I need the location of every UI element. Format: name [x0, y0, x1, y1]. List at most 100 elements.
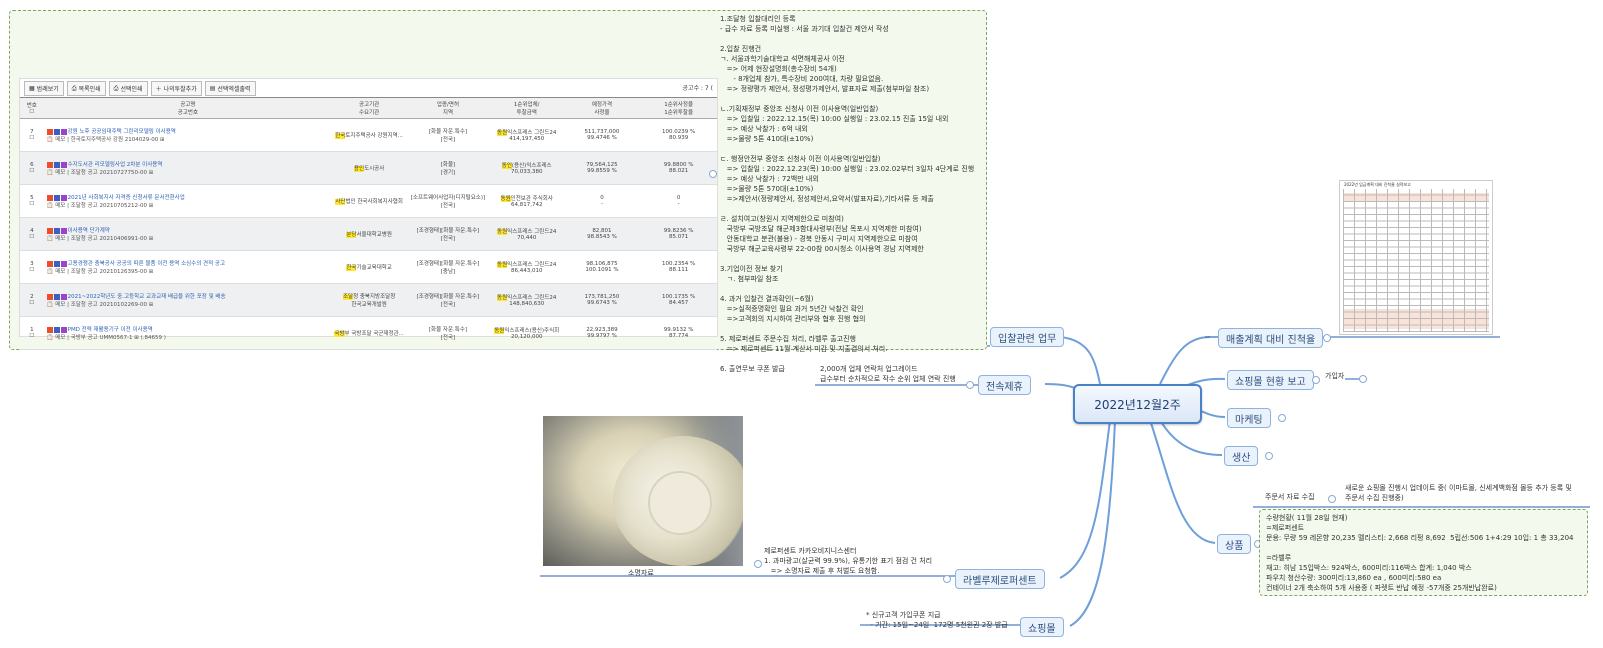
print-list-button[interactable]: ⎙목록인쇄 [66, 81, 106, 96]
status-badge [53, 227, 60, 234]
row-winner: 동인(용신)익스프레스 70,033,380 [489, 151, 564, 185]
collapse-icon[interactable] [943, 575, 951, 583]
table-row[interactable]: 2☐ 2021~2022학년도 중.고등학교 교과교재 배급을 위한 포장 및 배… [20, 283, 717, 317]
topic-shopping-mall[interactable]: 쇼핑몰 [1020, 617, 1064, 637]
collapse-icon[interactable] [1312, 376, 1320, 384]
row-rate: 100.1735 % 84.457 [640, 283, 717, 317]
topic-transfer[interactable]: 전속제휴 [978, 375, 1031, 395]
legend-button[interactable]: ▦범례보기 [24, 81, 64, 96]
status-badge [46, 326, 53, 333]
winner-highlight: 동원 [497, 229, 508, 235]
row-org: 한국기술교육대학교 [332, 250, 407, 284]
expand-icon[interactable] [1278, 414, 1286, 422]
row-number: 4☐ [20, 217, 44, 251]
status-badge [46, 194, 53, 201]
bid-title-link[interactable]: 2021~2022학년도 중.고등학교 교과교재 배급을 위한 포장 및 배송 [67, 294, 226, 300]
row-estimate: 22,923,389 99.9797 % [563, 316, 641, 350]
row-number: 2☐ [20, 283, 44, 317]
row-rate: 0 - [640, 184, 717, 218]
org-highlight: 용인 [353, 166, 365, 172]
table-row[interactable]: 5☐2021년 사회복지사 자격증 신청서류 문서전환사업📋 메모 | 조달청 … [20, 184, 717, 218]
col-number: 번호 ☐ [20, 97, 44, 119]
status-badge [60, 260, 67, 267]
row-org: 사단법인 한국사회복지사협회 [332, 184, 407, 218]
expand-icon[interactable] [1359, 375, 1367, 383]
checkbox[interactable]: ☐ [29, 168, 35, 174]
row-rate: 99.8236 % 85.071 [640, 217, 717, 251]
status-badge [53, 260, 60, 267]
status-badge [53, 293, 60, 300]
transfer-notes: 2,000개 업체 연락처 업그레이드 급수부터 순차적으로 작수 순위 업체 … [820, 365, 956, 383]
collapse-icon[interactable] [1323, 334, 1331, 342]
bid-number: 📋 메모 | 한국토지주택공사 강원 2104029-00 ⊞ [46, 137, 165, 143]
row-number: 1☐ [20, 316, 44, 350]
checkbox[interactable]: ☐ [29, 234, 35, 240]
row-rate: 100.2354 % 88.111 [640, 250, 717, 284]
checkbox[interactable]: ☐ [29, 135, 35, 141]
table-row[interactable]: 6☐수지도서관 리모델링사업 2차분 이사용역📋 메모 | 조달청 공고 202… [20, 151, 717, 185]
bid-title-link[interactable]: 고용경쟁관 충북공사 공공의 따른 물품 이전 용역 소싱수의 견적 공고 [67, 261, 226, 267]
bid-title-link[interactable]: 수지도서관 리모델링사업 2차분 이사용역 [67, 162, 163, 168]
central-topic[interactable]: 2022년12월2주 [1073, 384, 1202, 424]
add-my-bid-button[interactable]: ＋나의투찰추가 [150, 81, 202, 96]
topic-label-jero[interactable]: 라벨루제로퍼센트 [955, 569, 1045, 589]
product-stock-box: 수량현황( 11월 28일 현재) =제로퍼센트 문용: 무량 59 레몬향 2… [1259, 509, 1588, 596]
row-estimate: 511,737,000 99.4746 % [563, 118, 641, 152]
bid-title-link[interactable]: 이사용역 단가계약 [67, 228, 110, 234]
org-highlight: 조달 [342, 294, 354, 300]
table-row[interactable]: 4☐이사용역 단가계약📋 메모 | 조달청 공고 20210406991-00 … [20, 217, 717, 251]
print-selected-button[interactable]: ⎙선택인쇄 [108, 81, 148, 96]
topic-marketing[interactable]: 마케팅 [1227, 408, 1271, 428]
bid-title-link[interactable]: PMD 전력 재활용기구 이전 이사용역 [67, 327, 153, 333]
topic-product[interactable]: 상품 [1217, 534, 1252, 554]
checkbox[interactable]: ☐ [29, 267, 35, 273]
table-row[interactable]: 7☐강원 노후 공공임대주택 그린리모델링 이사용역📋 메모 | 한국토지주택공… [20, 118, 717, 152]
row-title-cell: 2021년 사회복지사 자격증 신청서류 문서전환사업📋 메모 | 조달청 공고… [43, 184, 333, 218]
row-title-cell: 이사용역 단가계약📋 메모 | 조달청 공고 20210406991-00 ⊞ [43, 217, 333, 251]
excel-export-button[interactable]: ▤선택엑셀출력 [204, 81, 256, 96]
bottle-cap-image [648, 471, 712, 535]
winner-highlight: 동인 [501, 163, 512, 169]
table-row[interactable]: 3☐고용경쟁관 충북공사 공공의 따른 물품 이전 용역 소싱수의 견적 공고📋… [20, 250, 717, 284]
row-title-cell: 강원 노후 공공임대주택 그린리모델링 이사용역 📋 메모 | 한국토지주택공사 … [43, 118, 333, 152]
row-org: 한국토지주택공사 강원지역... [332, 118, 407, 152]
topic-shop-status-child[interactable]: 가입자 [1325, 372, 1345, 380]
bid-title-link[interactable]: 2021년 사회복지사 자격증 신청서류 문서전환사업 [67, 195, 185, 201]
row-type: [화물 자운.특수] [전국] [406, 316, 490, 350]
bid-count-label: 공고수 : 7 ( [682, 85, 713, 92]
row-type: [조경형태][화물 자운.특수] [전국] [406, 283, 490, 317]
topic-production[interactable]: 생산 [1224, 446, 1259, 466]
status-badge [46, 128, 53, 135]
checkbox[interactable]: ☐ [29, 333, 35, 339]
status-badge [46, 227, 53, 234]
bid-table: 번호 ☐ 공고명 공고번호 공고기관 수요기관 업종/면허 지역 1순위업체/ … [20, 97, 717, 350]
checkbox[interactable]: ☐ [29, 300, 35, 306]
row-estimate: 98,106,875 100.1091 % [563, 250, 641, 284]
row-rate: 99.9132 % 87.774 [640, 316, 717, 350]
collapse-icon[interactable] [1328, 495, 1336, 503]
collapse-icon[interactable] [754, 560, 762, 568]
expand-icon[interactable] [1265, 452, 1273, 460]
bid-title-link[interactable]: 강원 노후 공공임대주택 그린리모델링 이사용역 [67, 129, 176, 135]
expand-icon[interactable] [709, 170, 717, 178]
topic-sales-plan[interactable]: 매출계획 대비 진척율 [1218, 328, 1324, 348]
minimap-title: 2022년 입금계획 대비 진척율 실적보고 [1344, 182, 1411, 187]
bid-number: 📋 메모 | 조달청 공고 20210727750-00 ⊞ [46, 170, 154, 176]
topic-bid-work[interactable]: 입찰관련 업무 [990, 327, 1065, 347]
bid-table-header: 번호 ☐ 공고명 공고번호 공고기관 수요기관 업종/면허 지역 1순위업체/ … [20, 97, 717, 119]
row-org: 조달청 충북지방조달청 한국교육개발원 [332, 283, 407, 317]
collapse-icon[interactable] [966, 381, 974, 389]
org-highlight: 한국 [335, 133, 346, 139]
row-rate: 99.8800 % 88.021 [640, 151, 717, 185]
org-highlight: 한국 [346, 265, 357, 271]
table-row[interactable]: 1☐ PMD 전력 재활용기구 이전 이사용역 📋 메모 | 국방부 공고 UMM0… [20, 316, 717, 350]
winner-highlight: 동원 [497, 295, 508, 301]
product-notes: 새로운 쇼핑몰 진행시 업데이트 중( 이마트몰, 신세계백화점 몰등 추가 등… [1345, 484, 1572, 502]
topic-shop-status[interactable]: 쇼핑몰 현황 보고 [1227, 370, 1314, 390]
status-badge [46, 260, 53, 267]
bid-number: 📋 메모 | 국방부 공고 UMM0567-1 ⊞ (.84659 ) [46, 335, 166, 341]
topic-product-child[interactable]: 주문서 자료 수집 [1265, 493, 1315, 501]
col-type: 업종/면허 지역 [406, 97, 490, 119]
winner-highlight: 동원 [494, 328, 505, 334]
checkbox[interactable]: ☐ [29, 201, 35, 207]
